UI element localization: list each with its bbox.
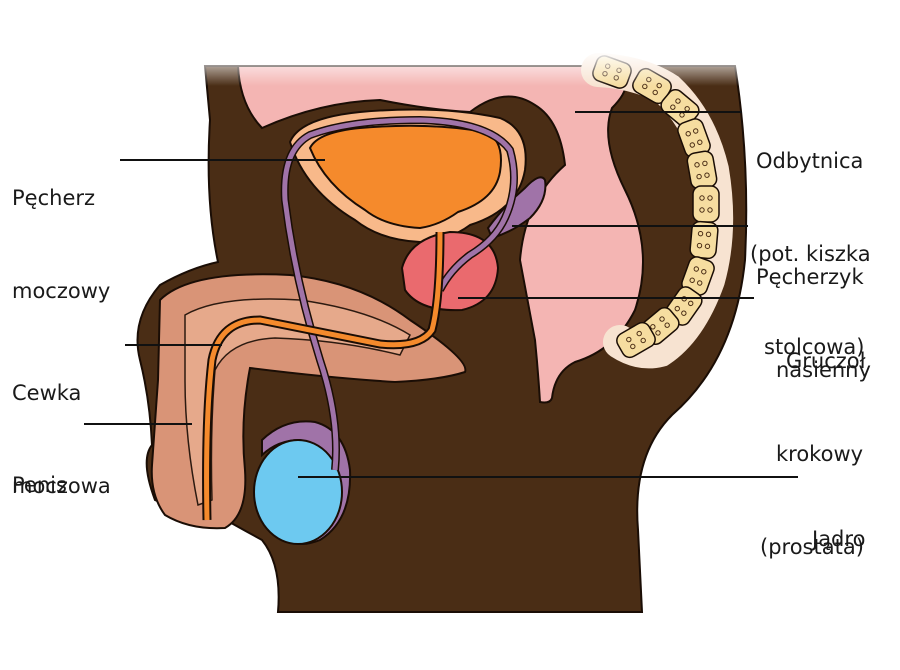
vertebra-pore: [681, 310, 687, 316]
vertebra-pore: [707, 195, 713, 201]
label-rectum-line3: stolcowa): [764, 335, 865, 359]
vertebra-pore: [640, 337, 646, 344]
vertebra-pore: [626, 336, 632, 343]
label-prostate-line3: (prostata): [760, 535, 864, 559]
vertebra-pore: [689, 277, 695, 283]
vertebra-pore: [702, 160, 708, 167]
vertebra-pore: [688, 300, 694, 307]
vertebra-pore: [699, 207, 705, 213]
vertebra-pore: [693, 266, 699, 272]
label-seminal-vesicle: Pęcherzyk nasienny: [756, 200, 871, 417]
label-seminal-vesicle-line2: nasienny: [776, 358, 871, 382]
bladder-lumen: [308, 124, 502, 230]
vertebra-pore: [664, 322, 670, 328]
vertebra-pore: [697, 280, 703, 286]
vertebra-pore: [693, 128, 699, 134]
label-urethra-line1: Cewka: [12, 381, 82, 405]
vertebra-pore: [630, 343, 636, 350]
vertebra-pore: [655, 330, 661, 336]
vertebra-pore: [670, 104, 676, 110]
label-testis: Jądro: [812, 462, 865, 586]
label-urethra-line2: moczowa: [12, 474, 111, 498]
vertebra-pore: [697, 139, 703, 145]
vertebra-pore: [679, 112, 685, 118]
rectum-shape: [236, 65, 644, 404]
vertebra: [686, 150, 718, 190]
label-prostate-line2: krokowy: [776, 442, 864, 466]
label-prostate-line1: Gruczoł: [786, 349, 866, 373]
label-penis: Penis: [12, 408, 67, 532]
vertebra-pore: [674, 305, 680, 312]
vertebra-pore: [694, 162, 700, 168]
vertebra-pore: [697, 230, 704, 237]
vertebra-pore: [659, 316, 665, 322]
top-fade: [0, 50, 900, 86]
vertebra-pore: [636, 330, 642, 337]
label-seminal-vesicle-line1: Pęcherzyk: [756, 265, 864, 289]
label-urethra: Cewka moczowa: [12, 316, 111, 533]
vertebra: [692, 185, 720, 223]
vertebra-pore: [704, 172, 710, 178]
label-bladder: Pęcherz moczowy: [12, 121, 110, 338]
leader-lines: [84, 111, 798, 478]
label-bladder-line1: Pęcherz: [12, 186, 96, 210]
vertebra-pore: [707, 207, 713, 213]
vertebra-pore: [696, 173, 702, 180]
testis-shape: [253, 439, 343, 545]
vertebra-pore: [696, 242, 703, 249]
vertebra-pore: [675, 98, 681, 104]
label-rectum-line1: Odbytnica: [756, 149, 864, 173]
label-rectum-line2: (pot. kiszka: [750, 242, 871, 266]
vertebra-pore: [685, 131, 691, 137]
vertebra-pore: [650, 324, 656, 330]
vertebra-pore: [699, 195, 705, 201]
label-testis-line1: Jądro: [812, 527, 866, 551]
label-penis-line1: Penis: [12, 473, 67, 497]
label-rectum: Odbytnica (pot. kiszka stolcowa): [750, 84, 871, 394]
vertebra-pore: [705, 231, 712, 238]
vas-deferens-fill: [282, 117, 517, 471]
urethra-tube: [204, 231, 443, 521]
label-prostate: Gruczoł krokowy (prostata): [760, 284, 866, 594]
vertebra: [616, 321, 656, 359]
vertebra-pore: [652, 89, 658, 96]
label-bladder-line2: moczowy: [12, 279, 111, 303]
vertebra-pore: [684, 106, 690, 112]
vertebra-pore: [689, 142, 695, 148]
vertebra-pore: [704, 243, 711, 250]
vertebra-pore: [701, 269, 707, 275]
